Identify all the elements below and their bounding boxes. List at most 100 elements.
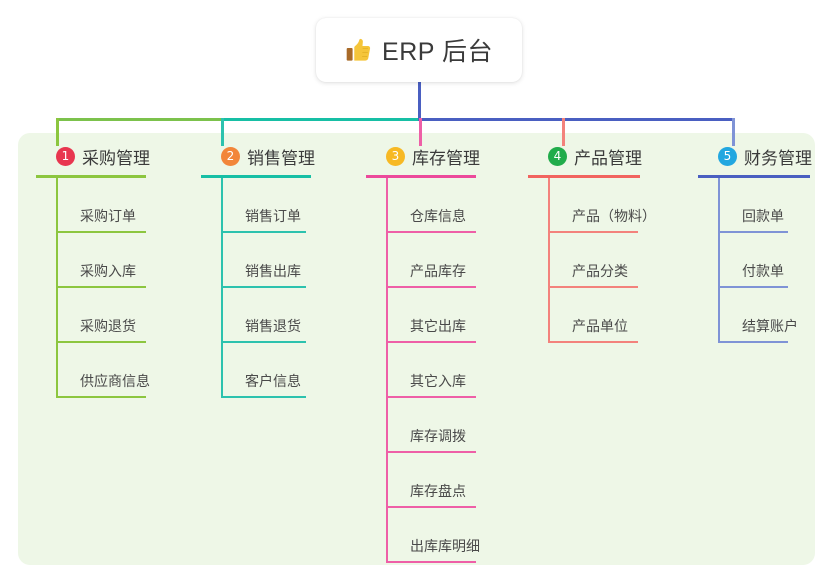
diagram-panel	[18, 133, 815, 565]
leaf-node[interactable]: 出库库明细	[386, 508, 516, 563]
root-title: ERP 后台	[382, 38, 493, 66]
column-4: 4 产品管理产品（物料） 产品分类产品单位	[528, 144, 678, 343]
leaf-rule	[386, 231, 476, 233]
column-header-1[interactable]: 1 采购管理	[36, 144, 186, 168]
leaf-node[interactable]: 库存盘点	[386, 453, 516, 508]
column-header-2[interactable]: 2 销售管理	[201, 144, 346, 168]
leaf-label: 销售退货	[245, 318, 301, 334]
leaf-node[interactable]: 供应商信息	[56, 343, 186, 398]
column-items-5: 回款单付款单结算账户	[698, 178, 828, 343]
leaf-node[interactable]: 销售出库	[221, 233, 346, 288]
leaf-node[interactable]: 产品库存	[386, 233, 516, 288]
column-items-4: 产品（物料） 产品分类产品单位	[528, 178, 678, 343]
leaf-rule	[386, 341, 476, 343]
connector-drop-2	[221, 118, 224, 146]
column-spine-5	[718, 178, 720, 342]
column-spine-4	[548, 178, 550, 342]
leaf-label: 产品分类	[572, 263, 628, 279]
leaf-label: 结算账户	[742, 318, 798, 334]
leaf-label: 采购入库	[80, 263, 136, 279]
column-items-2: 销售订单销售出库销售退货客户信息	[201, 178, 346, 398]
leaf-node[interactable]: 回款单	[718, 178, 828, 233]
column-spine-3	[386, 178, 388, 562]
leaf-label: 出库库明细	[410, 538, 480, 554]
column-rule-2	[201, 175, 311, 178]
leaf-rule	[548, 286, 638, 288]
column-badge-2: 2	[221, 146, 240, 166]
column-title-1: 采购管理	[82, 148, 150, 168]
leaf-label: 付款单	[742, 263, 784, 279]
leaf-node[interactable]: 产品分类	[548, 233, 678, 288]
leaf-node[interactable]: 产品（物料）	[548, 178, 678, 233]
column-rule-3	[366, 175, 476, 178]
column-rule-5	[698, 175, 810, 178]
column-badge-4: 4	[548, 146, 567, 166]
leaf-rule	[221, 396, 306, 398]
connector-root-stem	[418, 82, 421, 121]
column-rule-1	[36, 175, 146, 178]
leaf-rule	[548, 341, 638, 343]
leaf-node[interactable]: 仓库信息	[386, 178, 516, 233]
column-header-3[interactable]: 3 库存管理	[366, 144, 516, 168]
column-2: 2 销售管理销售订单销售出库销售退货客户信息	[201, 144, 346, 398]
leaf-rule	[718, 286, 788, 288]
connector-drop-5	[732, 118, 735, 146]
leaf-rule	[56, 396, 146, 398]
leaf-node[interactable]: 付款单	[718, 233, 828, 288]
column-1: 1 采购管理采购订单采购入库采购退货供应商信息	[36, 144, 186, 398]
column-badge-1: 1	[56, 146, 75, 166]
leaf-rule	[56, 286, 146, 288]
leaf-label: 采购订单	[80, 208, 136, 224]
root-node[interactable]: ERP 后台	[316, 18, 522, 82]
column-title-2: 销售管理	[247, 148, 315, 168]
leaf-rule	[386, 506, 476, 508]
connector-bar-mid	[221, 118, 421, 121]
leaf-label: 客户信息	[245, 373, 301, 389]
thumbs-up-icon	[346, 38, 371, 61]
connector-bar-right	[418, 118, 735, 121]
leaf-label: 产品（物料）	[572, 208, 656, 224]
column-rule-4	[528, 175, 640, 178]
column-3: 3 库存管理仓库信息产品库存其它出库其它入库库存调拨库存盘点出库库明细	[366, 144, 516, 563]
leaf-rule	[718, 231, 788, 233]
connector-drop-1	[56, 118, 59, 146]
leaf-node[interactable]: 产品单位	[548, 288, 678, 343]
leaf-rule	[386, 451, 476, 453]
leaf-rule	[221, 286, 306, 288]
leaf-rule	[718, 341, 788, 343]
leaf-node[interactable]: 其它入库	[386, 343, 516, 398]
leaf-node[interactable]: 库存调拨	[386, 398, 516, 453]
leaf-node[interactable]: 结算账户	[718, 288, 828, 343]
leaf-label: 销售订单	[245, 208, 301, 224]
leaf-label: 其它出库	[410, 318, 466, 334]
column-title-3: 库存管理	[412, 148, 480, 168]
leaf-label: 产品单位	[572, 318, 628, 334]
leaf-node[interactable]: 销售退货	[221, 288, 346, 343]
connector-drop-3	[419, 118, 422, 146]
leaf-rule	[386, 396, 476, 398]
connector-drop-4	[562, 118, 565, 146]
leaf-node[interactable]: 其它出库	[386, 288, 516, 343]
leaf-rule	[56, 231, 146, 233]
leaf-label: 产品库存	[410, 263, 466, 279]
leaf-node[interactable]: 销售订单	[221, 178, 346, 233]
leaf-node[interactable]: 采购退货	[56, 288, 186, 343]
leaf-node[interactable]: 客户信息	[221, 343, 346, 398]
leaf-rule	[548, 231, 638, 233]
leaf-node[interactable]: 采购入库	[56, 233, 186, 288]
column-title-4: 产品管理	[574, 148, 642, 168]
leaf-label: 库存盘点	[410, 483, 466, 499]
connector-bar-left	[56, 118, 223, 121]
leaf-rule	[386, 561, 476, 563]
column-items-1: 采购订单采购入库采购退货供应商信息	[36, 178, 186, 398]
leaf-rule	[56, 341, 146, 343]
leaf-label: 库存调拨	[410, 428, 466, 444]
column-header-4[interactable]: 4 产品管理	[528, 144, 678, 168]
leaf-label: 供应商信息	[80, 373, 150, 389]
leaf-label: 回款单	[742, 208, 784, 224]
column-badge-3: 3	[386, 146, 405, 166]
leaf-node[interactable]: 采购订单	[56, 178, 186, 233]
leaf-rule	[386, 286, 476, 288]
